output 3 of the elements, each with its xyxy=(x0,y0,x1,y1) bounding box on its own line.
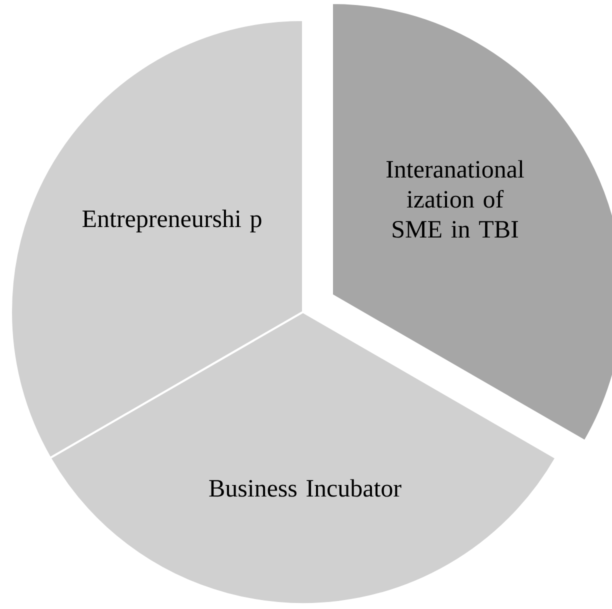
pie-segment: Business Incubator xyxy=(49,310,557,606)
pie-segment: Entrepreneurshi p xyxy=(10,19,304,459)
pie-segment: Interanational ization of SME in TBI xyxy=(331,2,612,442)
